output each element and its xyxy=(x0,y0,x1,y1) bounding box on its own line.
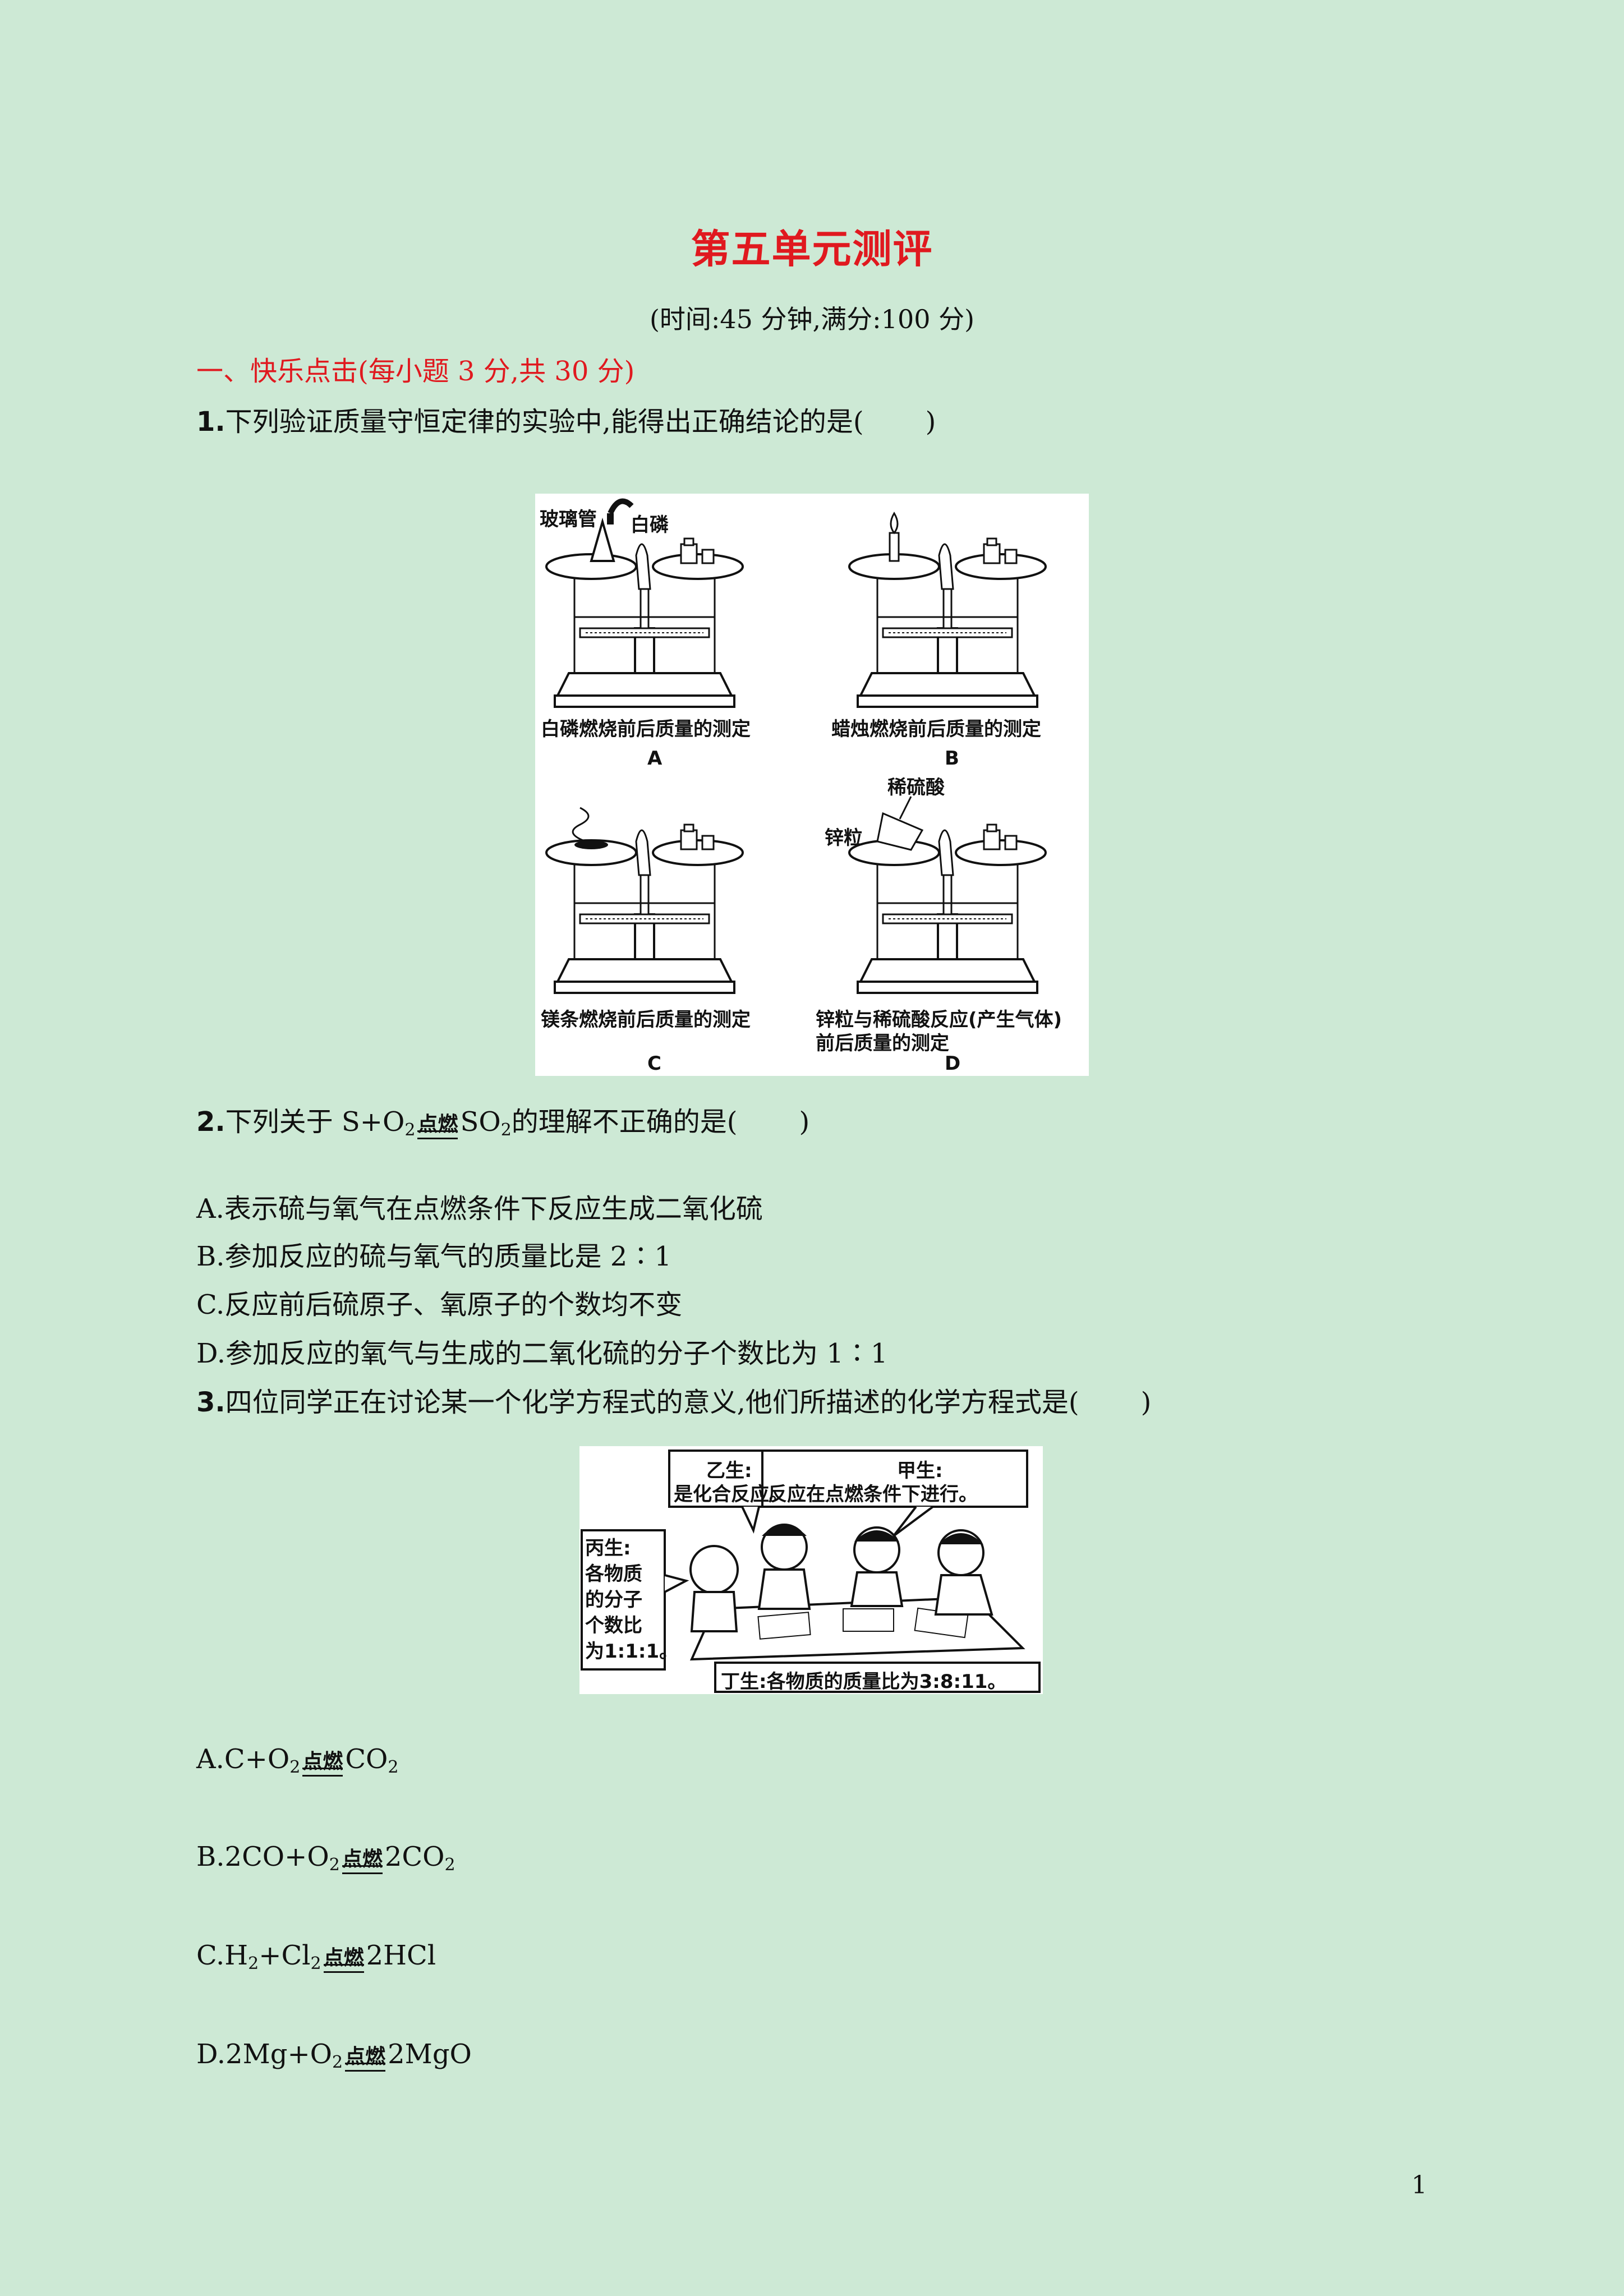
balance-illustration xyxy=(545,498,1047,994)
reaction-condition: 点燃 xyxy=(417,1114,458,1145)
letter-a: A xyxy=(647,747,663,770)
bubble-ding-text: 丁生:各物质的质量比为3:8:11。 xyxy=(721,1671,1007,1693)
bubble-bing-line3: 的分子 xyxy=(585,1589,642,1611)
bubble-yi-text: 是化合反应。 xyxy=(674,1483,788,1506)
label-zinc-granules: 锌粒 xyxy=(825,827,863,849)
question-text: 下列验证质量守恒定律的实验中,能得出正确结论的是( xyxy=(225,406,864,438)
question-3: 3.四位同学正在讨论某一个化学方程式的意义,他们所描述的化学方程式是() xyxy=(196,1387,1152,1418)
exam-info: (时间:45 分钟,满分:100 分) xyxy=(649,304,975,334)
letter-b: B xyxy=(945,747,959,770)
bubble-bing-line4: 个数比 xyxy=(585,1614,642,1637)
balance-a xyxy=(545,498,744,708)
bubble-bing-line2: 各物质 xyxy=(585,1563,642,1585)
label-glass-tube: 玻璃管 xyxy=(540,508,597,531)
bubble-jia-name: 甲生: xyxy=(897,1460,943,1482)
page-number: 1 xyxy=(1411,2171,1427,2200)
bubble-bing-line5: 为1:1:1。 xyxy=(585,1640,679,1663)
letter-c: C xyxy=(647,1052,661,1075)
balance-experiments-figure: 玻璃管 白磷 白磷燃烧前后质量的测定 A 蜡烛燃烧前后质量的测定 B 稀硫酸 锌… xyxy=(535,494,1089,1076)
question-number: 1. xyxy=(196,406,226,438)
caption-d-line1: 锌粒与稀硫酸反应(产生气体) xyxy=(816,1009,1062,1031)
question-1: 1.下列验证质量守恒定律的实验中,能得出正确结论的是() xyxy=(196,406,936,438)
bubble-jia-text: 反应在点燃条件下进行。 xyxy=(768,1483,978,1506)
q2-option-a[interactable]: A.表示硫与氧气在点燃条件下反应生成二氧化硫 xyxy=(196,1193,763,1225)
bubble-yi-name: 乙生: xyxy=(706,1460,752,1482)
caption-a: 白磷燃烧前后质量的测定 xyxy=(541,718,751,740)
balance-c xyxy=(545,807,744,994)
balance-b xyxy=(848,512,1047,708)
bubble-bing-line1: 丙生: xyxy=(585,1537,631,1559)
students-illustration xyxy=(581,1450,1041,1693)
page-title: 第五单元测评 xyxy=(691,226,933,272)
caption-d-line2: 前后质量的测定 xyxy=(816,1032,949,1055)
balance-d xyxy=(848,796,1047,994)
caption-c: 镁条燃烧前后质量的测定 xyxy=(541,1009,751,1031)
students-discussion-figure: 乙生: 是化合反应。 甲生: 反应在点燃条件下进行。 丙生: 各物质 的分子 个… xyxy=(579,1446,1043,1694)
section-heading: 一、快乐点击(每小题 3 分,共 30 分) xyxy=(196,356,635,387)
label-dilute-sulfuric-acid: 稀硫酸 xyxy=(887,776,945,799)
letter-d: D xyxy=(945,1052,961,1075)
q2-option-b[interactable]: B.参加反应的硫与氧气的质量比是 2∶1 xyxy=(196,1241,671,1272)
q2-option-c[interactable]: C.反应前后硫原子、氧原子的个数均不变 xyxy=(196,1289,683,1320)
label-white-phosphorus: 白磷 xyxy=(631,514,669,536)
caption-b: 蜡烛燃烧前后质量的测定 xyxy=(831,718,1041,740)
q2-option-d[interactable]: D.参加反应的氧气与生成的二氧化硫的分子个数比为 1∶1 xyxy=(196,1338,888,1369)
